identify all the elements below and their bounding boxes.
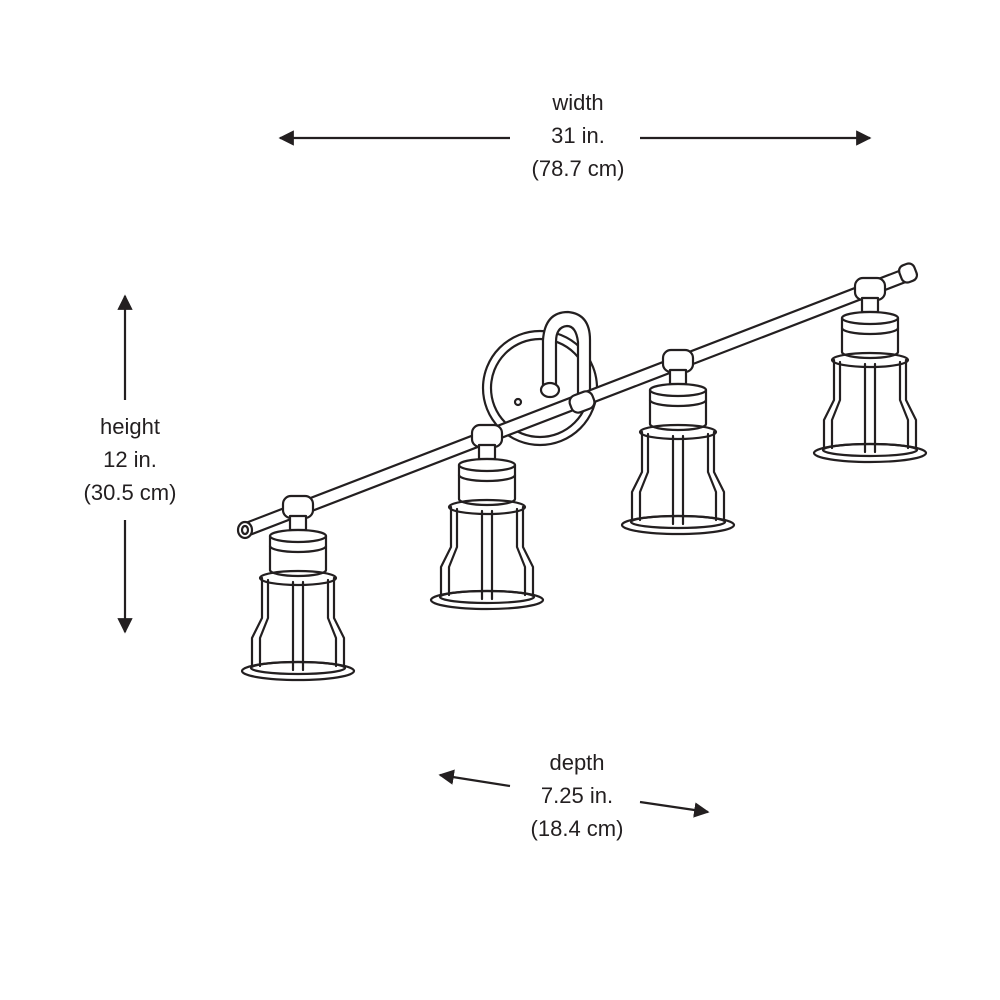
depth-metric: (18.4 cm) [530,816,624,841]
crossbar [236,262,919,540]
height-metric: (30.5 cm) [83,480,177,505]
depth-dimension-label: depth 7.25 in. (18.4 cm) [477,746,677,845]
height-dimension-label: height 12 in. (30.5 cm) [30,410,230,509]
depth-label: depth [549,750,605,775]
width-dimension-label: width 31 in. (78.7 cm) [478,86,678,185]
width-label: width [552,90,604,115]
height-imperial: 12 in. [103,447,157,472]
height-label: height [100,414,160,439]
wall-backplate [481,329,599,447]
width-imperial: 31 in. [551,123,605,148]
width-metric: (78.7 cm) [531,156,625,181]
depth-imperial: 7.25 in. [540,783,614,808]
depth-arrow [438,769,710,818]
